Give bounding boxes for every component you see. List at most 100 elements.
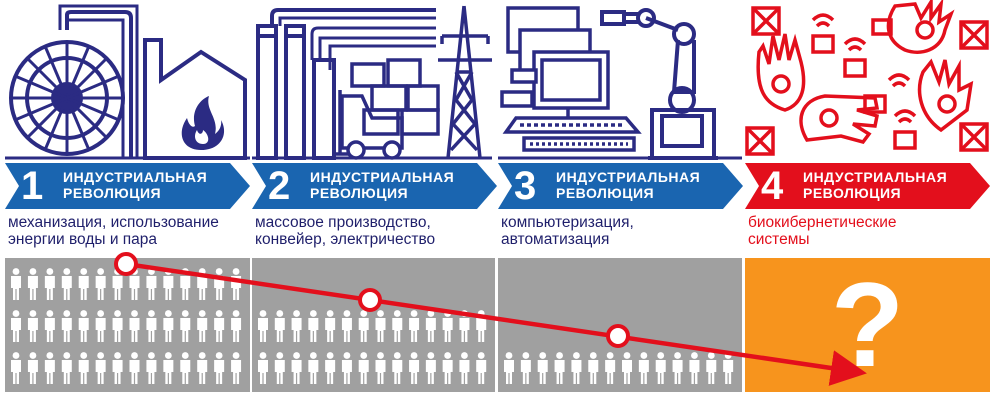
water-wheel-icon — [9, 4, 139, 158]
person-icon — [605, 352, 616, 384]
person-icon — [11, 268, 21, 300]
person-icon — [61, 268, 72, 300]
people-grid-3 — [504, 352, 734, 384]
person-icon — [129, 310, 140, 342]
revolution-number: 2 — [268, 164, 291, 208]
person-icon — [180, 268, 191, 300]
person-icon — [375, 352, 386, 384]
workforce-panel-2 — [252, 258, 495, 392]
person-icon — [78, 310, 89, 342]
revolution-2-description: массовое производство,конвейер, электрич… — [255, 214, 436, 248]
person-icon — [163, 352, 174, 384]
person-icon — [78, 268, 89, 300]
person-icon — [214, 310, 225, 342]
person-icon — [459, 352, 470, 384]
person-icon — [258, 352, 268, 384]
person-icon — [409, 310, 420, 342]
person-icon — [622, 352, 632, 384]
person-icon — [112, 268, 123, 300]
person-icon — [341, 352, 352, 384]
person-icon — [180, 352, 191, 384]
banner-4-shape — [745, 163, 990, 209]
person-icon — [95, 310, 106, 342]
computerization-illustration — [498, 6, 742, 160]
person-icon — [375, 310, 386, 342]
revolution-number: 1 — [21, 164, 44, 208]
person-icon — [308, 310, 319, 342]
person-icon — [409, 352, 420, 384]
forklift-crates-icon — [334, 58, 440, 160]
person-icon — [129, 352, 140, 384]
person-icon — [442, 310, 453, 342]
person-icon — [392, 310, 403, 342]
workforce-panel-1 — [5, 258, 250, 392]
computers-icon — [500, 6, 642, 152]
people-grid-1 — [11, 268, 242, 384]
factories-icon — [256, 8, 436, 160]
person-icon — [308, 352, 319, 384]
question-mark: ? — [830, 258, 905, 392]
person-icon — [672, 352, 683, 384]
person-icon — [112, 352, 123, 384]
person-icon — [459, 310, 470, 342]
banner-2-shape — [252, 163, 497, 209]
person-icon — [44, 352, 55, 384]
person-icon — [520, 352, 531, 384]
person-icon — [214, 268, 225, 300]
person-icon — [358, 352, 369, 384]
person-icon — [638, 352, 649, 384]
workforce-panel-4: ? — [745, 258, 990, 392]
power-pylon-icon — [438, 5, 492, 159]
person-icon — [554, 352, 565, 384]
people-grid-2 — [258, 310, 487, 384]
person-icon — [95, 268, 106, 300]
person-icon — [44, 310, 55, 342]
person-icon — [146, 268, 157, 300]
person-icon — [537, 352, 548, 384]
person-icon — [358, 310, 369, 342]
person-icon — [392, 352, 403, 384]
person-icon — [258, 310, 268, 342]
person-icon — [27, 268, 38, 300]
mass-production-illustration — [252, 5, 492, 160]
person-icon — [78, 352, 89, 384]
person-icon — [11, 352, 21, 384]
person-icon — [291, 310, 302, 342]
person-icon — [723, 352, 734, 384]
person-icon — [231, 268, 242, 300]
person-icon — [197, 310, 208, 342]
workforce-panel-3 — [498, 258, 742, 392]
person-icon — [129, 268, 140, 300]
person-icon — [95, 352, 106, 384]
person-icon — [231, 352, 242, 384]
person-icon — [274, 310, 285, 342]
factory-flame-icon — [143, 38, 247, 160]
person-icon — [588, 352, 599, 384]
person-icon — [61, 310, 72, 342]
person-icon — [61, 352, 72, 384]
person-icon — [476, 352, 487, 384]
person-icon — [231, 310, 242, 342]
robot-arm-icon — [600, 8, 718, 160]
person-icon — [146, 352, 157, 384]
person-icon — [425, 310, 436, 342]
person-icon — [274, 352, 285, 384]
person-icon — [27, 310, 38, 342]
person-icon — [655, 352, 666, 384]
person-icon — [291, 352, 302, 384]
water-wheel-factory-illustration — [5, 4, 250, 160]
person-icon — [476, 310, 487, 342]
person-icon — [146, 310, 157, 342]
banner-3-shape — [498, 163, 743, 209]
person-icon — [163, 268, 174, 300]
banner-1-shape — [5, 163, 250, 209]
person-icon — [44, 268, 55, 300]
person-icon — [163, 310, 174, 342]
